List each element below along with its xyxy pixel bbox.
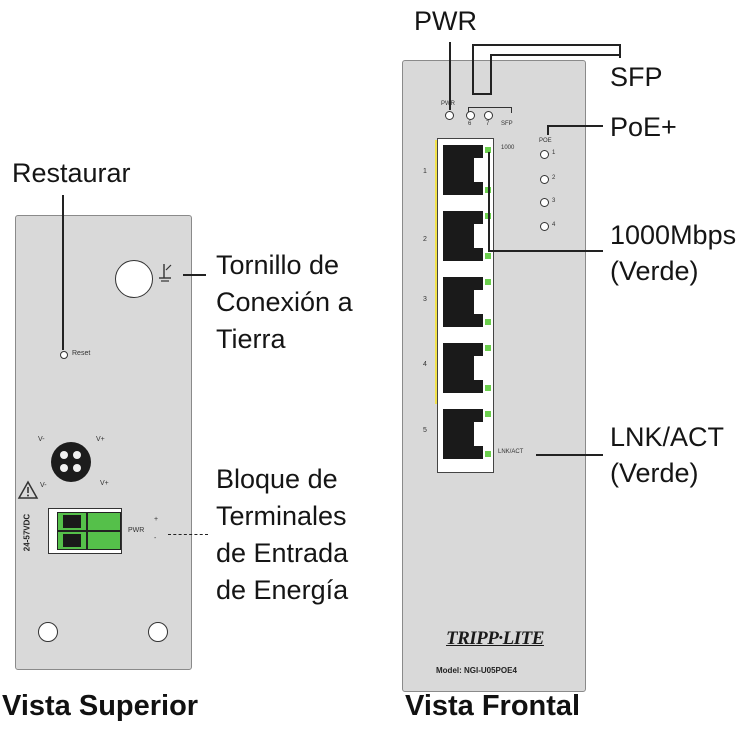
ground-callout-line-2: Conexión a: [216, 287, 353, 317]
speed-led: [485, 345, 491, 351]
sfp-led-6: [466, 111, 475, 120]
link-led: [485, 253, 491, 259]
speed-leader-horizontal: [488, 250, 603, 252]
port-number: 4: [423, 361, 427, 368]
front-view-panel: [402, 60, 586, 692]
link-led: [485, 385, 491, 391]
sfp-port-label: 7: [486, 121, 490, 127]
poe-led-2: [540, 175, 549, 184]
poe-led-number: 1: [552, 150, 556, 156]
connector-pin-label: V+: [96, 436, 105, 443]
lnk-callout-line-2: (Verde): [610, 458, 699, 488]
rj45-port-1-latch: [474, 158, 484, 182]
rj45-port-5-latch: [474, 422, 484, 446]
sfp-callout: SFP: [610, 62, 663, 92]
terminal-block-divider: [86, 512, 88, 550]
ground-callout-line-1: Tornillo de: [216, 250, 340, 280]
sfp-leader-right: [619, 44, 621, 58]
reset-button-hole[interactable]: [60, 351, 68, 359]
ground-screw-hole: [115, 260, 153, 298]
terminal-screw: [63, 534, 81, 547]
sfp-leader-top: [472, 44, 620, 46]
terminal-leader-line: [168, 534, 208, 535]
link-led: [485, 319, 491, 325]
terminal-block-divider: [57, 530, 121, 532]
poe-led-number: 4: [552, 222, 556, 228]
pwr-led-label: PWR: [441, 101, 455, 107]
terminal-minus-sign: -: [154, 535, 157, 542]
poe-led-3: [540, 198, 549, 207]
speed-callout-line-2: (Verde): [610, 256, 699, 286]
speed-led-label: 1000: [501, 145, 515, 151]
top-view-caption: Vista Superior: [2, 690, 199, 722]
pwr-callout: PWR: [414, 6, 477, 36]
sfp-port-label: 6: [468, 121, 472, 127]
sfp-bracket: [468, 107, 512, 113]
poe-leader-drop: [547, 125, 549, 135]
port-number: 2: [423, 236, 427, 243]
poe-led-1: [540, 150, 549, 159]
connector-pin-label: V+: [100, 480, 109, 487]
reset-label: Reset: [72, 350, 91, 357]
connector-pin: [60, 451, 68, 459]
terminal-screw: [63, 515, 81, 528]
lnk-callout-line-1: LNK/ACT: [610, 422, 725, 452]
terminal-plus-sign: +: [154, 516, 159, 523]
sfp-led-label: SFP: [501, 121, 513, 127]
pwr-led: [445, 111, 454, 120]
connector-pin-label: V-: [38, 436, 45, 443]
port-number: 1: [423, 168, 427, 175]
link-led: [485, 451, 491, 457]
power-connector: [51, 442, 91, 482]
ground-callout-line-3: Tierra: [216, 324, 286, 354]
terminal-pwr-label: PWR: [128, 527, 145, 534]
sfp-leader-inner: [490, 54, 492, 94]
front-view-caption: Vista Frontal: [405, 690, 581, 722]
sfp-leader-inner-top: [490, 54, 620, 56]
tripp-lite-logo: TRIPP·LITE: [446, 628, 544, 649]
port-number: 3: [423, 296, 427, 303]
speed-led: [485, 147, 491, 153]
poe-led-number: 2: [552, 175, 556, 181]
top-view-panel: [15, 215, 192, 670]
poe-led-4: [540, 222, 549, 231]
ground-icon: [159, 264, 172, 282]
rj45-port-4-latch: [474, 356, 484, 380]
speed-led: [485, 279, 491, 285]
mounting-hole: [148, 622, 168, 642]
rj45-port-2-latch: [474, 224, 484, 248]
terminal-callout-line-2: Terminales: [216, 501, 347, 531]
voltage-label: 24-57VDC: [22, 513, 32, 552]
terminal-callout-line-4: de Energía: [216, 575, 349, 605]
restore-leader-line: [62, 195, 64, 350]
lnk-leader-line: [536, 454, 603, 456]
model-label: Model: NGI-U05POE4: [436, 666, 517, 675]
restore-callout: Restaurar: [12, 158, 131, 188]
connector-pin: [73, 464, 81, 472]
rj45-port-3-latch: [474, 290, 484, 314]
speed-callout-line-1: 1000Mbps: [610, 220, 737, 250]
ground-leader-line: [183, 274, 206, 276]
poe-ports-highlight: [435, 140, 438, 404]
poe-led-number: 3: [552, 198, 556, 204]
terminal-callout-line-1: Bloque de: [216, 464, 338, 494]
mounting-hole: [38, 622, 58, 642]
connector-pin: [60, 464, 68, 472]
sfp-led-7: [484, 111, 493, 120]
connector-pin: [73, 451, 81, 459]
lnk-act-panel-label: LNK/ACT: [498, 449, 524, 455]
port-number: 5: [423, 427, 427, 434]
connector-pin-label: V-: [40, 482, 47, 489]
terminal-callout-line-3: de Entrada: [216, 538, 349, 568]
poe-led-label: POE: [539, 138, 552, 144]
sfp-leader-left: [472, 44, 474, 94]
speed-led: [485, 411, 491, 417]
pwr-leader-line: [449, 42, 451, 110]
poe-leader-line: [547, 125, 603, 127]
poe-callout: PoE+: [610, 112, 677, 142]
sfp-bracket-join: [472, 93, 492, 95]
warning-icon: [17, 480, 39, 499]
speed-leader-vertical: [488, 152, 490, 250]
